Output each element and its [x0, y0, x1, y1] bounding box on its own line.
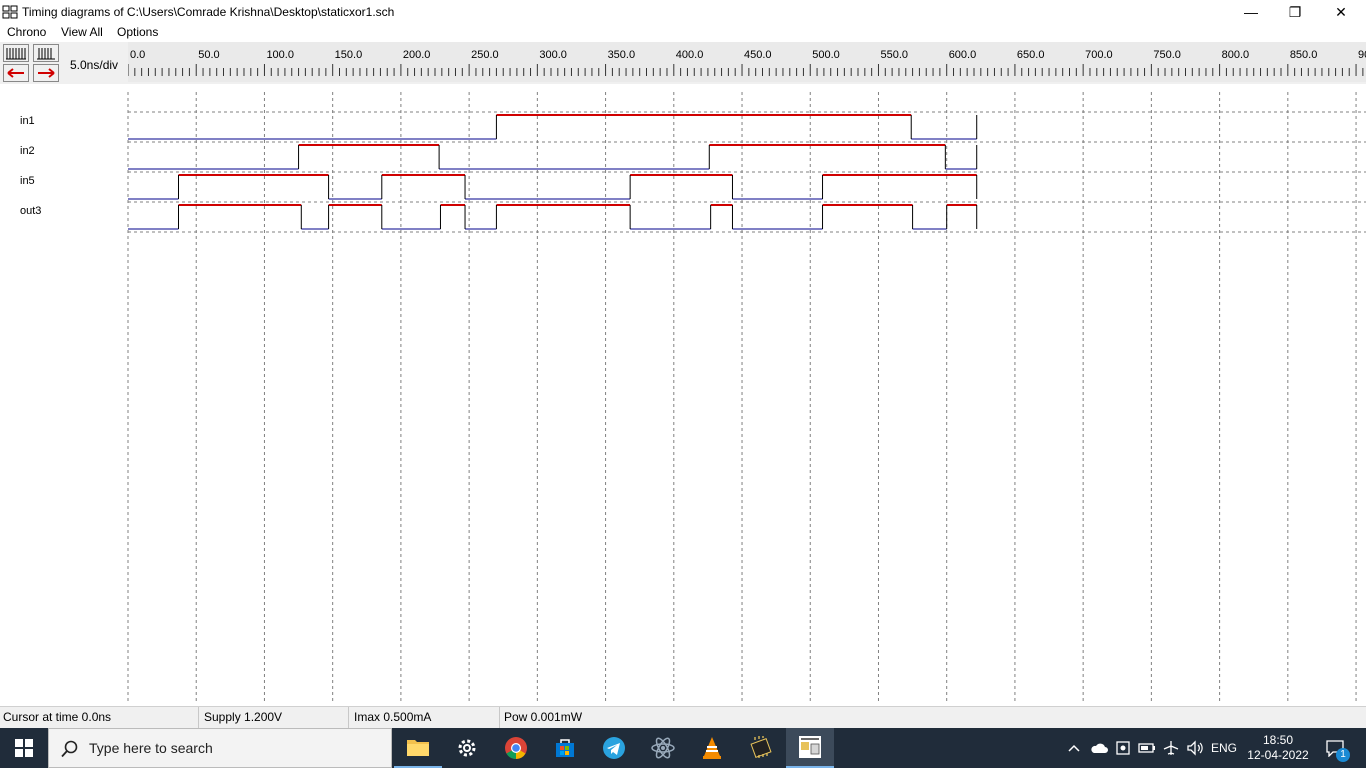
store-icon	[556, 739, 574, 757]
window-title: Timing diagrams of C:\Users\Comrade Kris…	[22, 5, 395, 19]
clock-time: 18:50	[1262, 733, 1294, 747]
zoom-out-icon	[37, 48, 55, 60]
tray-airplane[interactable]	[1160, 728, 1182, 768]
zoom-in-icon	[6, 48, 26, 60]
taskbar-store[interactable]	[541, 728, 589, 768]
tray-volume[interactable]	[1184, 728, 1206, 768]
taskbar-atom[interactable]	[639, 728, 687, 768]
ruler-tick-label: 100.0	[266, 49, 294, 61]
taskbar-file-explorer[interactable]	[394, 728, 442, 768]
zoom-in-button[interactable]	[3, 44, 29, 62]
tray-show-hidden[interactable]	[1064, 728, 1084, 768]
ruler-tick-label: 150.0	[334, 49, 363, 61]
menu-chrono[interactable]: Chrono	[7, 25, 47, 39]
cloud-icon	[1091, 743, 1108, 753]
clock-date: 12-04-2022	[1247, 748, 1309, 762]
battery-icon	[1138, 743, 1155, 753]
taskbar-dsch-active[interactable]	[786, 728, 834, 768]
status-divider	[499, 707, 500, 729]
taskbar-telegram[interactable]	[590, 728, 638, 768]
notification-icon	[1326, 740, 1344, 757]
dsch-icon	[799, 736, 821, 758]
windows-logo-icon	[15, 739, 33, 757]
vlc-icon	[703, 737, 721, 759]
ruler-tick-label: 300.0	[539, 49, 567, 61]
power-status: Pow 0.001mW	[504, 710, 583, 724]
telegram-icon	[603, 737, 625, 759]
time-scale-label: 5.0ns/div	[70, 58, 119, 72]
taskbar-chrome[interactable]	[492, 728, 540, 768]
speaker-icon	[1187, 740, 1203, 756]
taskbar: Type here to search	[0, 728, 1366, 768]
time-ruler[interactable]: 0.0 50.0 100.0 150.0 200.0 250.0 300.0 350.0 400…	[128, 42, 1366, 82]
minimize-button[interactable]: —	[1244, 4, 1258, 20]
ruler-tick-label: 600.0	[948, 49, 977, 61]
title-bar: Timing diagrams of C:\Users\Comrade Kris…	[0, 0, 1366, 24]
app-icon	[2, 5, 18, 19]
tray-battery[interactable]	[1136, 728, 1158, 768]
notification-badge: 1	[1336, 748, 1350, 762]
tray-meet-now[interactable]	[1112, 728, 1134, 768]
ruler-tick-label: 450.0	[744, 49, 772, 61]
airplane-icon	[1163, 741, 1179, 755]
menu-options[interactable]: Options	[117, 25, 159, 39]
status-divider	[198, 707, 199, 729]
ruler-tick-label: 250.0	[471, 49, 499, 61]
search-icon	[61, 740, 78, 758]
ruler-tick-label: 750.0	[1153, 49, 1181, 61]
ruler-tick-label: 400.0	[675, 49, 704, 61]
tray-onedrive[interactable]	[1088, 728, 1110, 768]
ruler-tick-label: 200.0	[402, 49, 431, 61]
search-placeholder: Type here to search	[89, 740, 213, 756]
zoom-out-button[interactable]	[33, 44, 59, 62]
menu-bar: Chrono View All Options	[0, 24, 1366, 42]
ruler-tick-label: 90	[1358, 49, 1366, 61]
close-button[interactable]: ✕	[1335, 3, 1347, 20]
chip-icon	[750, 736, 772, 758]
scroll-left-button[interactable]	[3, 64, 29, 82]
ruler-tick-label: 700.0	[1085, 49, 1113, 61]
camera-icon	[1116, 741, 1130, 755]
chrome-icon	[505, 737, 527, 759]
ruler-tick-label: 0.0	[130, 49, 146, 61]
taskbar-chip-app[interactable]	[737, 728, 785, 768]
ruler-tick-label: 500.0	[812, 49, 840, 61]
ruler-ticks	[128, 64, 1364, 76]
ruler-tick-label: 50.0	[198, 49, 220, 61]
ruler-tick-label: 850.0	[1289, 49, 1318, 61]
taskbar-vlc[interactable]	[688, 728, 736, 768]
chevron-up-icon	[1068, 744, 1080, 752]
waveform-canvas	[127, 92, 1366, 704]
tray-language[interactable]: ENG	[1210, 741, 1237, 755]
signal-name-in5[interactable]: in5	[20, 175, 35, 187]
scroll-left-icon	[7, 68, 24, 78]
atom-icon	[651, 737, 675, 759]
cursor-time-status: Cursor at time 0.0ns	[3, 710, 112, 724]
tray-notifications[interactable]: 1	[1318, 728, 1352, 768]
ruler-tick-label: 650.0	[1016, 49, 1045, 61]
taskbar-settings[interactable]	[443, 728, 491, 768]
taskbar-search-box[interactable]: Type here to search	[48, 728, 392, 768]
ruler-tick-label: 800.0	[1221, 49, 1250, 61]
signal-name-out3[interactable]: out3	[20, 205, 42, 217]
waveform-area[interactable]: in1 in2 in5 out3	[0, 84, 1366, 704]
settings-icon	[458, 739, 476, 757]
signal-name-in2[interactable]: in2	[20, 145, 35, 157]
scroll-right-button[interactable]	[33, 64, 59, 82]
start-button[interactable]	[0, 728, 48, 768]
tray-clock[interactable]: 18:50 12-04-2022	[1246, 728, 1310, 768]
ruler-tick-label: 550.0	[880, 49, 908, 61]
menu-view-all[interactable]: View All	[61, 25, 103, 39]
file-explorer-icon	[407, 740, 429, 756]
scroll-right-icon	[38, 68, 55, 78]
ruler-tick-label: 350.0	[607, 49, 636, 61]
supply-status: Supply 1.200V	[204, 710, 283, 724]
maximize-button[interactable]: ❐	[1288, 3, 1302, 20]
imax-status: Imax 0.500mA	[354, 710, 432, 724]
status-bar: Cursor at time 0.0ns Supply 1.200V Imax …	[0, 706, 1366, 729]
signal-name-in1[interactable]: in1	[20, 115, 35, 127]
status-divider	[348, 707, 349, 729]
